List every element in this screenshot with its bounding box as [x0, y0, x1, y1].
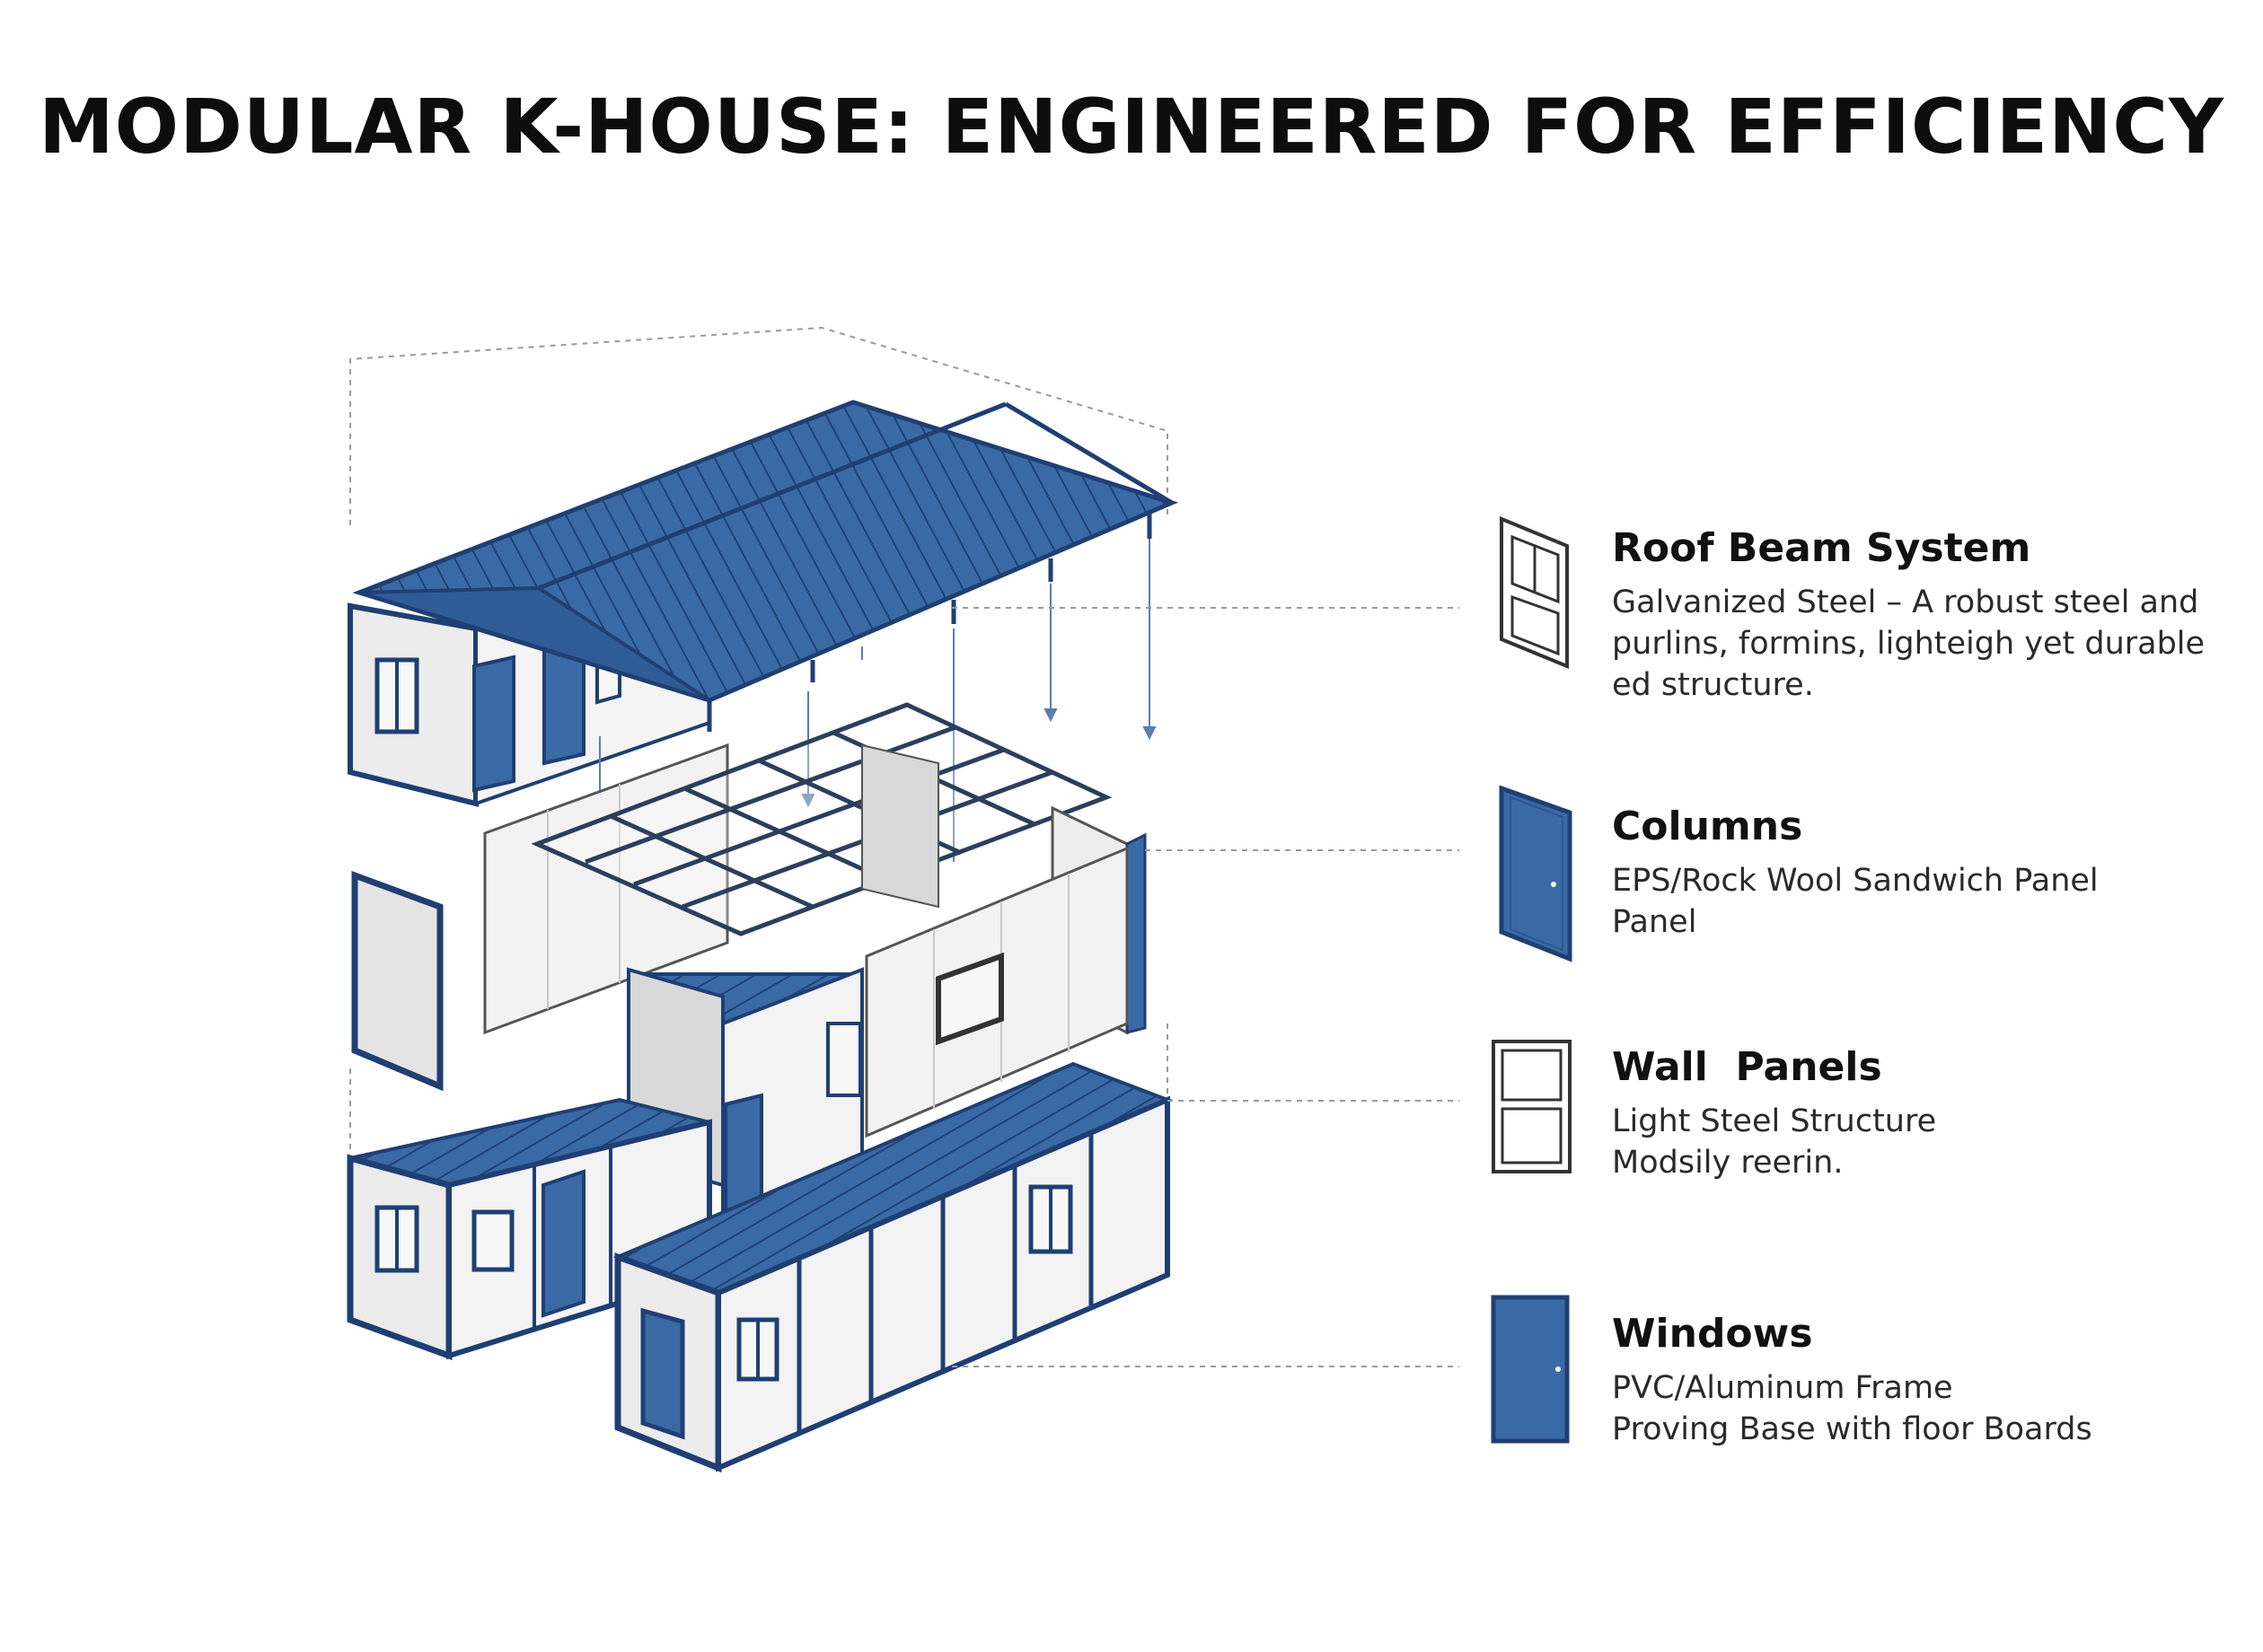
legend-label: Roof Beam System	[1612, 525, 2031, 571]
page-title: MODULAR K-HOUSE: ENGINEERED FOR EFFICIEN…	[39, 83, 2224, 171]
legend-item-roof-beam-system: Roof Beam System Galvanized Steel – A ro…	[1612, 525, 2241, 706]
loose-wall-panel	[351, 870, 444, 1092]
legend-item-windows: Windows PVC/Aluminum Frame Proving Base …	[1612, 1311, 2241, 1450]
legend-description-line: PVC/Aluminum Frame	[1612, 1370, 1953, 1406]
legend-description-line: EPS/Rock Wool Sandwich Panel	[1612, 863, 2099, 899]
middle-wall-panel	[483, 743, 729, 1035]
legend-item-wall-panels: Wall Panels Light Steel Structure Modsil…	[1612, 1044, 2241, 1183]
dashed-guide-lines	[349, 326, 1168, 1149]
left-bottom-module	[347, 1097, 712, 1360]
legend-description-line: Proving Base with floor Boards	[1612, 1411, 2092, 1447]
legend-description-line: ed structure.	[1612, 667, 1814, 703]
window-icon	[1492, 1040, 1572, 1173]
legend-item-columns: Columns EPS/Rock Wool Sandwich Panel Pan…	[1612, 804, 2241, 943]
legend-description-line: purlins, formins, lighteigh yet durable	[1612, 626, 2206, 662]
front-wall-panel	[865, 846, 1129, 1138]
legend-description: Light Steel Structure Modsily reerin.	[1612, 1101, 2241, 1183]
roof-support-posts	[707, 514, 1152, 732]
assembly-arrows	[599, 539, 1157, 862]
legend-description-line: Panel	[1612, 904, 1697, 940]
window-frame-icon	[1500, 516, 1569, 669]
gable-roof	[352, 400, 1179, 703]
legend-description-line: Light Steel Structure	[1612, 1103, 1937, 1139]
front-long-module	[612, 1061, 1173, 1473]
legend-label: Wall Panels	[1612, 1044, 1882, 1090]
legend-description-line: Modsily reerin.	[1612, 1145, 1844, 1181]
legend-description-line: Galvanized Steel – A robust steel and	[1612, 584, 2199, 620]
blue-door-icon	[1499, 785, 1572, 962]
blue-door-icon	[1491, 1295, 1570, 1444]
legend-label: Columns	[1612, 804, 1803, 849]
leader-lines	[952, 607, 1459, 1367]
legend-description: Galvanized Steel – A robust steel and pu…	[1612, 582, 2241, 706]
legend-description: PVC/Aluminum Frame Proving Base with flo…	[1612, 1367, 2241, 1450]
legend-label: Windows	[1612, 1311, 1813, 1357]
legend-description: EPS/Rock Wool Sandwich Panel Panel	[1612, 860, 2241, 943]
